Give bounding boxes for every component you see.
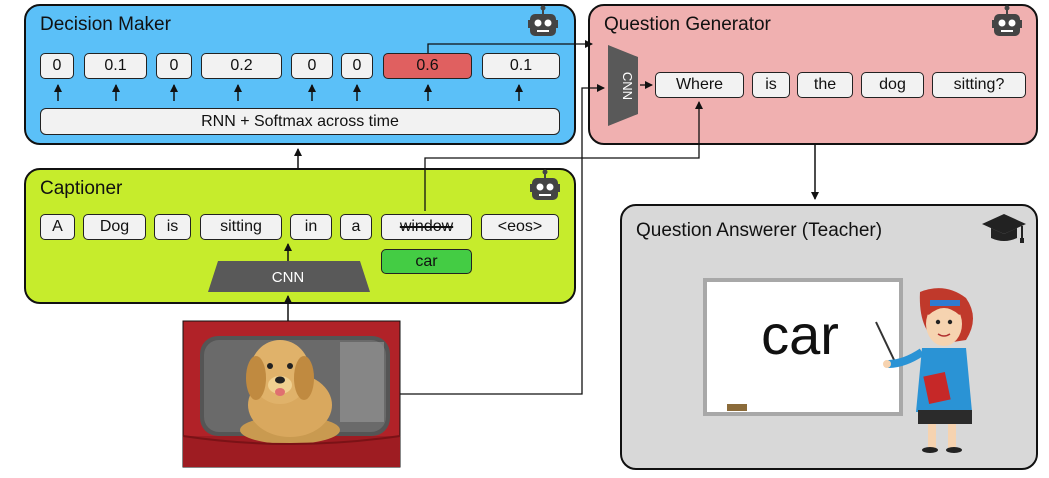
caption-word: a	[340, 214, 372, 240]
question-generator-title: Question Generator	[604, 14, 771, 35]
caption-word: is	[154, 214, 191, 240]
dm-value: 0.2	[201, 53, 282, 79]
caption-word: in	[290, 214, 332, 240]
dm-value: 0	[291, 53, 333, 79]
caption-word-struck: window	[381, 214, 472, 240]
dm-value: 0.1	[84, 53, 147, 79]
question-word: Where	[655, 72, 744, 98]
question-answerer-title: Question Answerer (Teacher)	[636, 220, 883, 241]
dm-value: 0.1	[482, 53, 560, 79]
question-word: dog	[861, 72, 924, 98]
replacement-word-box: car	[381, 249, 472, 274]
decision-maker-title: Decision Maker	[40, 14, 171, 35]
question-word: sitting?	[932, 72, 1026, 98]
caption-word: A	[40, 214, 75, 240]
dm-value: 0	[40, 53, 74, 79]
dm-value-highlighted: 0.6	[383, 53, 472, 79]
question-answerer-panel: Question Answerer (Teacher)	[620, 204, 1038, 470]
question-word: the	[797, 72, 853, 98]
dm-value: 0	[341, 53, 373, 79]
caption-word: Dog	[83, 214, 146, 240]
captioner-title: Captioner	[40, 178, 123, 199]
dog-in-car-photo	[182, 320, 401, 468]
caption-word: sitting	[200, 214, 282, 240]
rnn-softmax-box: RNN + Softmax across time	[40, 108, 560, 135]
dm-value: 0	[156, 53, 192, 79]
caption-word: <eos>	[481, 214, 559, 240]
question-word: is	[752, 72, 790, 98]
